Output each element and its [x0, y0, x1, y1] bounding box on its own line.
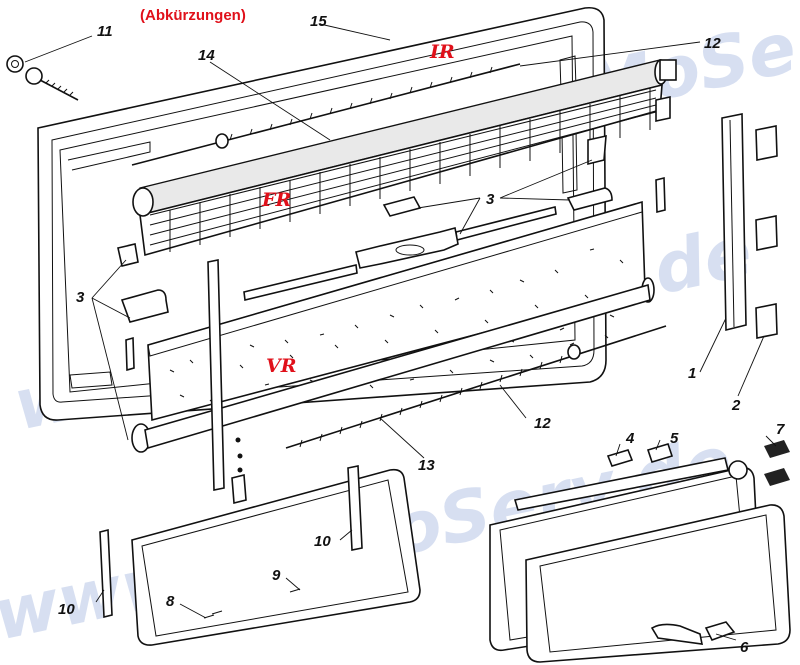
- code-fr: FR: [261, 189, 291, 211]
- callout-6: 6: [740, 639, 749, 656]
- insect-roller-blind: [132, 59, 677, 257]
- callout-10-right: 10: [314, 533, 331, 550]
- privacy-roller-tube: [144, 283, 651, 450]
- vertical-rail-left: [207, 259, 247, 505]
- callout-12-top: 12: [704, 35, 721, 52]
- callout-12-bottom: 12: [534, 415, 551, 432]
- callout-3-left: 3: [76, 289, 85, 306]
- screw-and-cap: [6, 55, 79, 101]
- clips-and-brackets: [117, 96, 671, 372]
- callout-10-left: 10: [58, 601, 75, 618]
- spring-cord-top: [131, 63, 521, 166]
- callout-9: 9: [272, 567, 281, 584]
- callout-15: 15: [310, 13, 327, 30]
- inner-frame-set: [489, 457, 791, 663]
- callout-8: 8: [166, 593, 175, 610]
- small-fittings: [606, 440, 790, 486]
- callout-11: 11: [97, 23, 113, 40]
- callout-1: 1: [688, 365, 696, 382]
- spring-cord-bottom: [285, 325, 667, 449]
- code-ir: IR: [429, 41, 455, 63]
- callout-13: 13: [418, 457, 435, 474]
- diagram-title: (Abkürzungen): [140, 7, 246, 24]
- side-rail-right: [721, 113, 778, 339]
- callout-5: 5: [670, 430, 679, 447]
- callout-7: 7: [776, 421, 785, 438]
- leader-lines: [24, 23, 777, 641]
- glass-pane: [99, 465, 421, 646]
- code-vr: VR: [266, 355, 297, 377]
- callout-2: 2: [731, 397, 741, 414]
- callout-4: 4: [625, 430, 635, 447]
- callout-3-center: 3: [486, 191, 495, 208]
- callout-14: 14: [198, 47, 215, 64]
